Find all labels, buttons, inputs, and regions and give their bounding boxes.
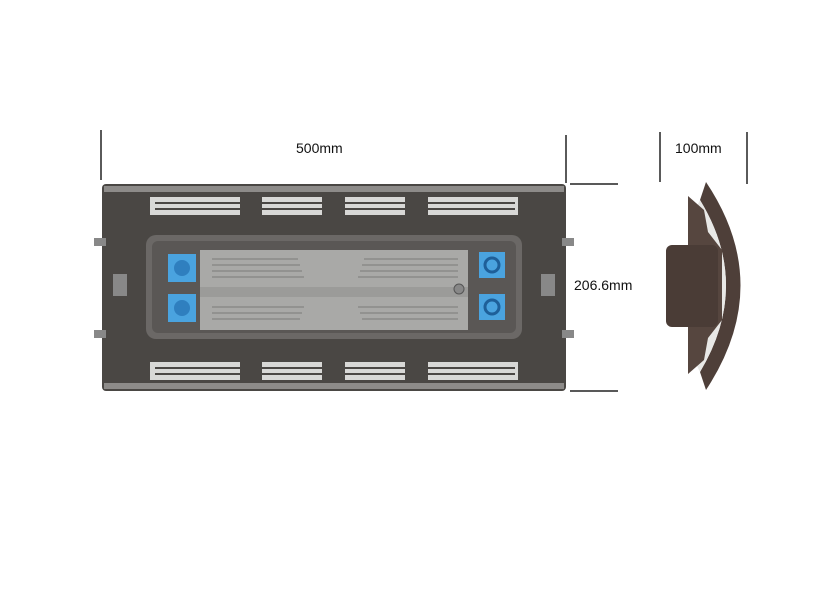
height-label: 206.6mm [574,277,633,293]
width-label: 500mm [296,140,343,156]
power-connector [168,294,196,322]
signal-connector [479,252,505,278]
panel-front-view [94,184,574,391]
panel-side-view [666,182,741,390]
dimension-lines [100,130,748,392]
heatsink-fins [212,258,458,320]
depth-label: 100mm [675,140,722,156]
power-connector [168,254,196,282]
signal-connector [479,294,505,320]
vent-plug [453,283,465,295]
